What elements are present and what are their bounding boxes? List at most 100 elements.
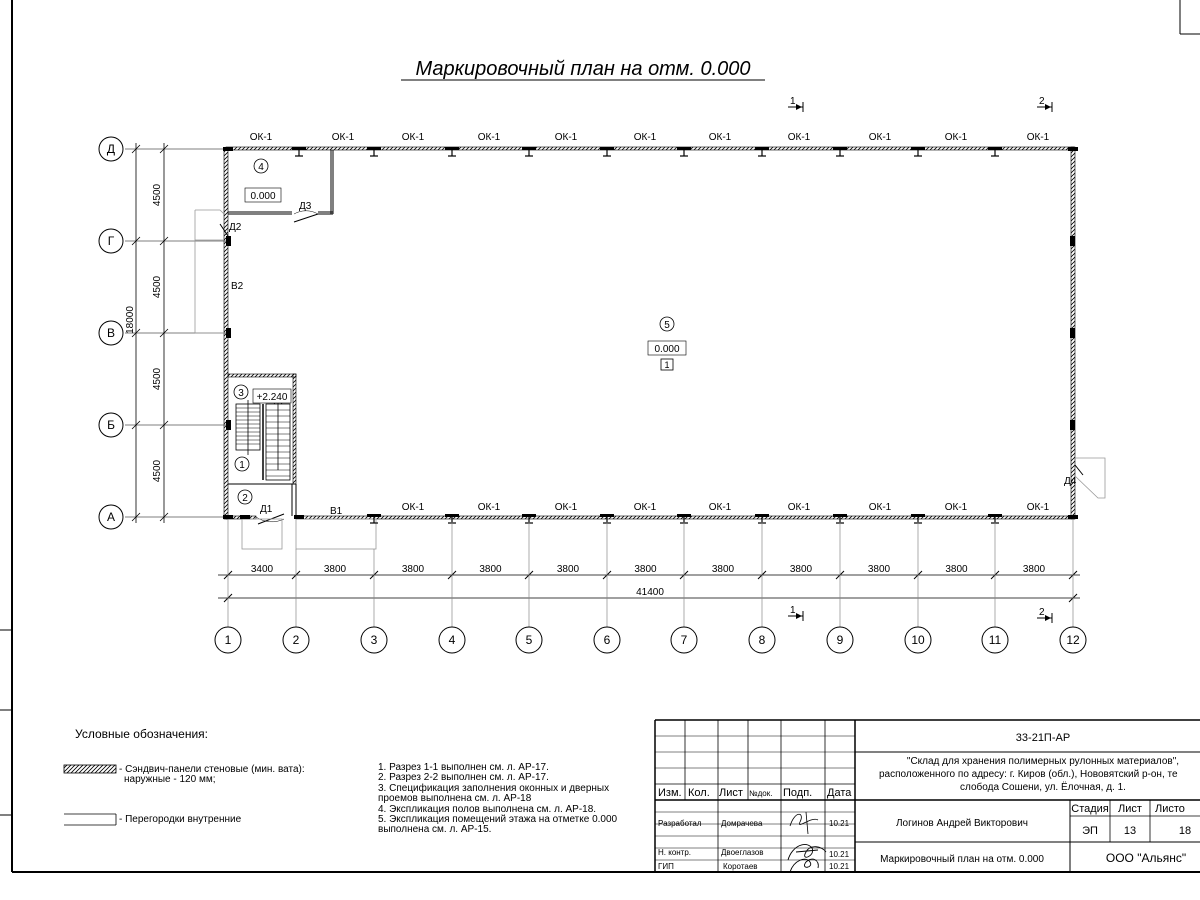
stamp-sheets-label: Листо (1155, 803, 1185, 815)
stamp-role-developer: Разработал (658, 819, 702, 828)
svg-text:4: 4 (258, 162, 264, 173)
stamp-name-developer: Домрачева (721, 819, 763, 828)
axis-number-3: 3 (371, 633, 378, 647)
svg-text:3: 3 (238, 388, 244, 399)
room-level-3: +2.240 (252, 388, 292, 404)
window-label-bottom-3: ОК-1 (555, 502, 578, 513)
section-mark-1-top: 1 (788, 96, 804, 112)
stamp-company: ООО "Альянс" (1106, 851, 1186, 865)
columns-top (292, 147, 1002, 157)
axis-letter-lines (125, 148, 228, 518)
column-left-3 (226, 420, 231, 430)
axis-number-10: 10 (911, 633, 925, 647)
stamp-name-ncontrol: Двоеглазов (721, 848, 764, 857)
legend-title: Условные обозначения: (75, 727, 208, 741)
axis-bubble-V: В (98, 320, 124, 346)
columns-side (223, 147, 1078, 519)
svg-text:2: 2 (1039, 607, 1045, 618)
dim-v-2: 4500 (152, 275, 163, 298)
signature-gip (789, 858, 819, 873)
drawing-title: Маркировочный план на отм. 0.000 (415, 58, 750, 80)
svg-text:В: В (107, 326, 115, 340)
column-top-8 (833, 147, 847, 157)
column-top-6 (677, 147, 691, 157)
axis-bubble-G: Г (98, 228, 124, 254)
window-label-top-2: ОК-1 (332, 132, 355, 143)
svg-text:0.000: 0.000 (250, 191, 275, 202)
dim-h-6: 3800 (634, 564, 657, 575)
axis-number-6: 6 (604, 633, 611, 647)
axis-number-5: 5 (526, 633, 533, 647)
room-level-4: 0.000 (244, 187, 282, 203)
axis-bubble-10: 10 (904, 626, 932, 654)
column-top-4 (522, 147, 536, 157)
window-label-bottom-4: ОК-1 (634, 502, 657, 513)
stamp-object-line2: расположенного по адресу: г. Киров (обл.… (879, 768, 1178, 780)
svg-text:0.000: 0.000 (654, 344, 679, 355)
room-marker-5: 5 (659, 316, 675, 332)
door-d4 (1074, 457, 1106, 499)
axis-number-lines (227, 519, 1074, 627)
axis-bubble-9: 9 (826, 626, 854, 654)
column-top-5 (600, 147, 614, 157)
dim-h-8: 3800 (790, 564, 813, 575)
axis-number-2: 2 (293, 633, 300, 647)
axis-bubble-5: 5 (515, 626, 543, 654)
window-label-top-6: ОК-1 (634, 132, 657, 143)
window-label-top-3: ОК-1 (402, 132, 425, 143)
column-top-3 (445, 147, 459, 157)
stamp-header-data: Дата (827, 787, 852, 799)
svg-text:2: 2 (1039, 96, 1045, 107)
column-corner-2 (1068, 147, 1078, 151)
door-label-d3: Д3 (299, 201, 312, 212)
note-3: 3. Спецификация заполнения оконных и две… (378, 782, 610, 805)
window-label-bottom-9: ОК-1 (1027, 502, 1050, 513)
window-label-top-9: ОК-1 (869, 132, 892, 143)
stamp-header-izm: Изм. (658, 787, 682, 799)
svg-text:1: 1 (664, 360, 669, 370)
note-1: 1. Разрез 1-1 выполнен см. л. АР-17. (378, 762, 549, 773)
axis-number-11: 11 (989, 633, 1002, 647)
window-label-top-8: ОК-1 (788, 132, 811, 143)
stamp-code: 33-21П-АР (1016, 732, 1070, 744)
dim-h-1: 3400 (251, 564, 274, 575)
axis-bubble-8: 8 (748, 626, 776, 654)
room-4-partitions (228, 150, 334, 223)
column-top-1 (292, 147, 306, 157)
dim-h-2: 3800 (324, 564, 347, 575)
axis-bubble-11: 11 (981, 626, 1009, 654)
door-label-d2: Д2 (229, 222, 242, 233)
stamp-name-gip: Коротаев (723, 862, 758, 871)
stamp-date-ncontrol: 10.21 (829, 850, 850, 859)
axis-bubble-A: А (98, 504, 124, 530)
sheet-frame (0, 0, 1200, 873)
signature-developer (789, 811, 819, 835)
svg-text:1: 1 (239, 460, 245, 471)
window-label-bottom-2: ОК-1 (478, 502, 501, 513)
column-bottom-1 (367, 514, 381, 524)
column-corner-5 (294, 515, 304, 519)
legend-sandwich-line1: - Сэндвич-панели стеновые (мин. вата): (119, 764, 305, 775)
axis-bubble-7: 7 (670, 626, 698, 654)
window-label-top-4: ОК-1 (478, 132, 501, 143)
axis-bubble-6: 6 (593, 626, 621, 654)
axis-number-1: 1 (225, 633, 232, 647)
window-label-bottom-6: ОК-1 (788, 502, 811, 513)
window-label-bottom-5: ОК-1 (709, 502, 732, 513)
door-d2 (219, 223, 229, 237)
window-label-top-1: ОК-1 (250, 132, 273, 143)
svg-text:2: 2 (242, 493, 248, 504)
axis-bubble-2: 2 (282, 626, 310, 654)
stamp-sheets-value: 18 (1179, 825, 1191, 837)
column-right-1 (1070, 236, 1075, 246)
gate-label-v1: В1 (330, 506, 343, 517)
dim-h-4: 3800 (479, 564, 502, 575)
room-marker-1: 1 (234, 456, 250, 472)
svg-text:1: 1 (790, 96, 796, 107)
window-label-top-7: ОК-1 (709, 132, 732, 143)
axis-bubble-D: Д (98, 136, 124, 162)
axis-number-9: 9 (837, 633, 844, 647)
axis-bubble-B: Б (98, 412, 124, 438)
